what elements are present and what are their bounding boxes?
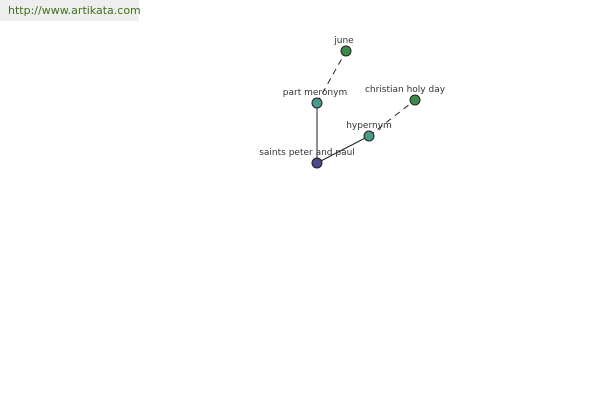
site-url[interactable]: http://www.artikata.com bbox=[0, 0, 141, 21]
node-hypernym[interactable] bbox=[363, 130, 375, 142]
label-june: june bbox=[333, 36, 354, 46]
node-saints-peter-and-paul[interactable] bbox=[311, 157, 323, 169]
label-saints-peter-and-paul: saints peter and paul bbox=[259, 148, 355, 158]
label-christian-holy-day: christian holy day bbox=[365, 85, 446, 95]
edge-saints-hypernym bbox=[316, 135, 370, 164]
label-part-meronym: part meronym bbox=[283, 88, 347, 98]
edge-part-meronym-june bbox=[316, 50, 347, 104]
label-hypernym: hypernym bbox=[346, 121, 392, 131]
edge-hypernym-christian-holy-day bbox=[368, 99, 416, 137]
node-christian-holy-day[interactable] bbox=[409, 94, 421, 106]
node-june[interactable] bbox=[340, 45, 352, 57]
node-part-meronym[interactable] bbox=[311, 97, 323, 109]
